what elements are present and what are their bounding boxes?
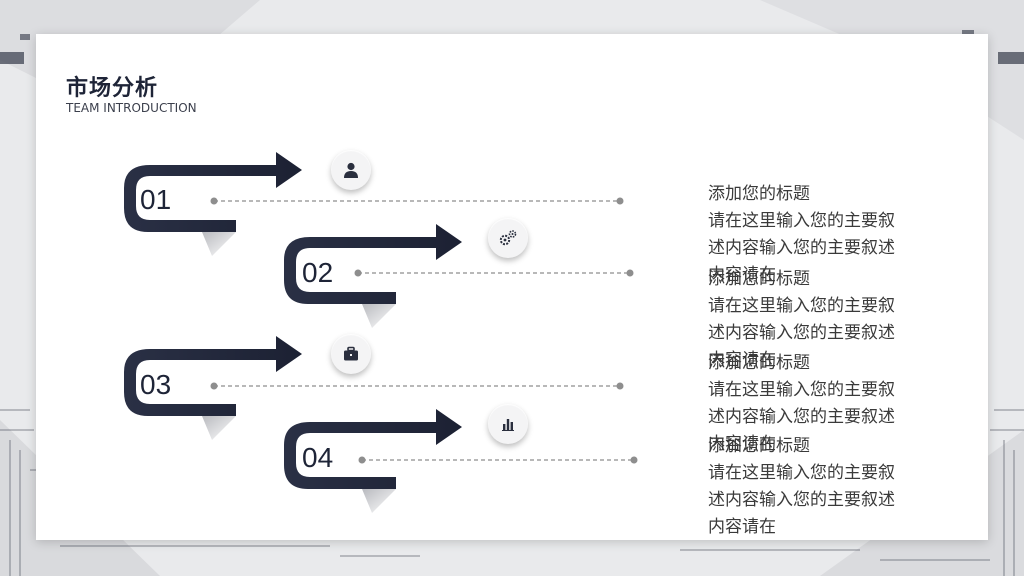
step-desc-01: 添加您的标题 请在这里输入您的主要叙述内容输入您的主要叙述内容请在 (708, 181, 898, 289)
step-desc-body: 请在这里输入您的主要叙述内容输入您的主要叙述内容请在 (708, 380, 895, 454)
step-desc-03: 添加您的标题 请在这里输入您的主要叙述内容输入您的主要叙述内容请在 (708, 350, 898, 458)
step-arrow-03 (124, 336, 624, 440)
content-card (36, 34, 988, 540)
page-subtitle: TEAM INTRODUCTION (66, 101, 197, 115)
icon-badge-04 (488, 404, 528, 444)
icon-badge-01 (331, 150, 371, 190)
step-desc-title: 添加您的标题 (708, 269, 810, 289)
icon-badge-02 (488, 218, 528, 258)
step-desc-title: 添加您的标题 (708, 353, 810, 373)
step-number-04: 04 (302, 442, 334, 473)
step-desc-body: 请在这里输入您的主要叙述内容输入您的主要叙述内容请在 (708, 463, 895, 537)
page-title: 市场分析 (66, 76, 159, 101)
step-number-02: 02 (302, 257, 334, 288)
gears-icon (499, 230, 517, 246)
user-icon (344, 162, 358, 178)
step-desc-title: 添加您的标题 (708, 436, 810, 456)
step-desc-02: 添加您的标题 请在这里输入您的主要叙述内容输入您的主要叙述内容请在 (708, 266, 898, 374)
step-number-03: 03 (140, 369, 172, 400)
briefcase-icon (344, 346, 358, 361)
icon-badge-03 (331, 334, 371, 374)
step-arrow-01 (124, 152, 624, 256)
step-desc-body: 请在这里输入您的主要叙述内容输入您的主要叙述内容请在 (708, 296, 895, 370)
step-desc-04: 添加您的标题 请在这里输入您的主要叙述内容输入您的主要叙述内容请在 (708, 433, 898, 541)
step-arrow-04 (284, 409, 638, 513)
step-desc-body: 请在这里输入您的主要叙述内容输入您的主要叙述内容请在 (708, 211, 895, 285)
step-arrow-02 (284, 224, 634, 328)
step-number-01: 01 (140, 184, 172, 215)
step-desc-title: 添加您的标题 (708, 184, 810, 204)
bar-chart-icon (502, 419, 514, 431)
